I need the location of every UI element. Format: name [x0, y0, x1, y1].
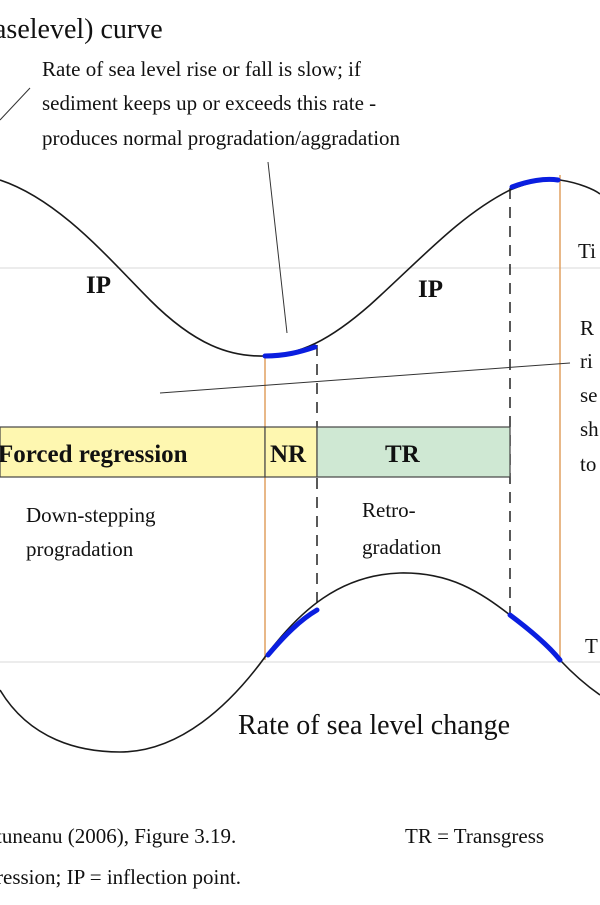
tr-label: TR: [385, 441, 421, 468]
retro-line-2: gradation: [362, 535, 442, 559]
right-note-line-1: R: [580, 316, 594, 340]
title-leader-line: [0, 87, 31, 121]
right-note-line-2: ri: [580, 349, 593, 373]
retro-line-1: Retro-: [362, 498, 416, 522]
highlight-trough: [262, 344, 318, 359]
lower-axis-fragment: T: [585, 634, 598, 658]
ip-label-left: IP: [86, 272, 111, 299]
rate-of-change-title: Rate of sea level change: [238, 710, 510, 741]
forced-regression-label: Forced regression: [0, 441, 188, 468]
footer-citation: tuneanu (2006), Figure 3.19.: [0, 824, 236, 848]
ip-label-right: IP: [418, 276, 443, 303]
footer-tr-definition: TR = Transgress: [405, 824, 544, 848]
highlight-crest: [509, 176, 561, 190]
right-note-line-4: sh: [580, 417, 599, 441]
right-note-leader-line: [159, 362, 571, 394]
tr-band: [316, 426, 511, 478]
right-note-line-3: se: [580, 383, 598, 407]
time-axis-fragment: Ti: [578, 239, 596, 263]
callout-slow-line-2: sediment keeps up or exceeds this rate -: [42, 91, 376, 115]
footer-line-2: ression; IP = inflection point.: [0, 865, 241, 889]
nr-label: NR: [270, 441, 307, 468]
slow-rate-leader-line: [267, 161, 288, 334]
downstep-line-1: Down-stepping: [26, 503, 156, 527]
highlight-lower-left: [265, 607, 320, 658]
callout-slow-line-1: Rate of sea level rise or fall is slow; …: [42, 57, 361, 81]
forced-regression-band: [0, 426, 266, 478]
downstep-line-2: progradation: [26, 537, 134, 561]
highlight-lower-right: [507, 612, 563, 663]
nr-band: [264, 426, 318, 478]
curve-title-fragment: aselevel) curve: [0, 14, 163, 45]
callout-slow-line-3: produces normal progradation/aggradation: [42, 126, 401, 150]
right-note-line-5: to: [580, 452, 596, 476]
